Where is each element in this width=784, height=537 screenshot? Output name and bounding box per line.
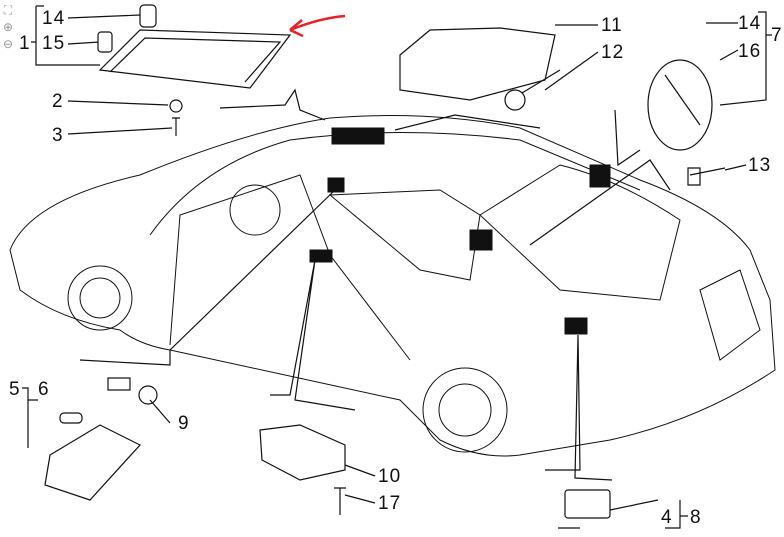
part-9 [107, 377, 158, 405]
part-11 [399, 27, 556, 101]
callout-3: 3 [52, 125, 64, 146]
callout-9: 9 [178, 413, 190, 434]
leader-lines [67, 14, 747, 511]
callout-14: 14 [42, 8, 66, 29]
callout-8: 8 [690, 507, 702, 528]
highlight-arrow-icon [289, 14, 346, 38]
part-17 [334, 487, 346, 515]
callout-12: 12 [601, 42, 625, 63]
callout-2: 2 [52, 91, 64, 112]
callout-17: 17 [378, 493, 402, 514]
part-12 [504, 69, 561, 111]
callout-4: 4 [661, 507, 673, 528]
callout-6: 6 [38, 379, 50, 400]
callout-15: 15 [42, 33, 66, 54]
part-7 [647, 59, 713, 151]
part-screw-3 [172, 117, 180, 136]
callout-1: 1 [19, 33, 31, 54]
part-10 [259, 424, 346, 481]
callout-7: 7 [771, 25, 783, 46]
part-8 [564, 489, 611, 519]
callout-5: 5 [9, 379, 21, 400]
part-washer-2 [169, 99, 183, 113]
zoom-in-icon[interactable]: ⊕ [2, 20, 14, 34]
callout-10: 10 [378, 466, 402, 487]
fit-screen-icon[interactable]: ⛶ [3, 3, 13, 17]
zoom-out-icon[interactable]: ⊖ [2, 37, 14, 51]
callout-11: 11 [601, 15, 623, 36]
part-13 [687, 167, 726, 186]
callout-16: 16 [738, 41, 762, 62]
car-outline [9, 115, 776, 457]
part-dome-light-1 [98, 29, 292, 89]
callout-13: 13 [748, 155, 772, 176]
part-5 [44, 424, 141, 501]
callout-14: 14 [738, 13, 762, 34]
part-bulbs-14-15 [97, 4, 157, 53]
part-6 [59, 412, 83, 424]
